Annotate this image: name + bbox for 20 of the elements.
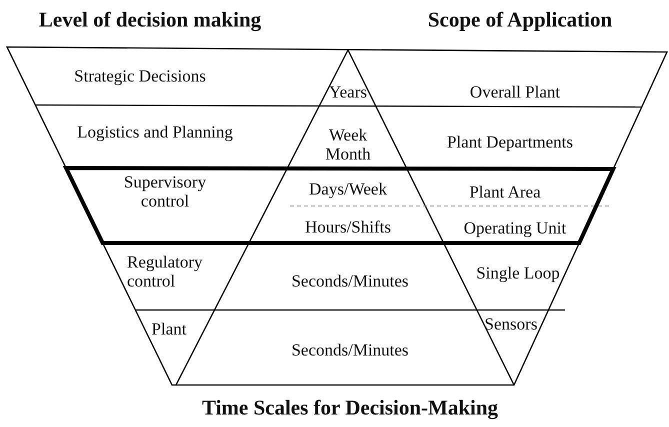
time-label: Seconds/Minutes xyxy=(291,342,409,360)
scope-label: Sensors xyxy=(484,316,538,334)
scope-label: Operating Unit xyxy=(464,220,566,238)
scope-label: Plant Area xyxy=(469,184,541,202)
scope-label: Overall Plant xyxy=(470,84,560,102)
level-label: Logistics and Planning xyxy=(77,124,233,142)
scope-label: Plant Departments xyxy=(446,134,574,152)
column-heading: Scope of Application xyxy=(428,8,612,32)
time-label: Week Month xyxy=(324,126,372,164)
scope-label: Single Loop xyxy=(476,264,560,284)
level-label: Strategic Decisions xyxy=(74,68,206,86)
level-label: Regulatory control xyxy=(127,253,204,291)
time-label: Days/Week xyxy=(309,180,387,200)
time-label: Seconds/Minutes xyxy=(291,272,409,292)
axis-title: Time Scales for Decision-Making xyxy=(202,396,498,420)
time-label: Years xyxy=(329,84,367,102)
column-heading: Level of decision making xyxy=(38,8,262,32)
level-label: Plant xyxy=(152,320,186,340)
level-label: Supervisory control xyxy=(122,173,208,211)
time-label: Hours/Shifts xyxy=(305,218,391,238)
